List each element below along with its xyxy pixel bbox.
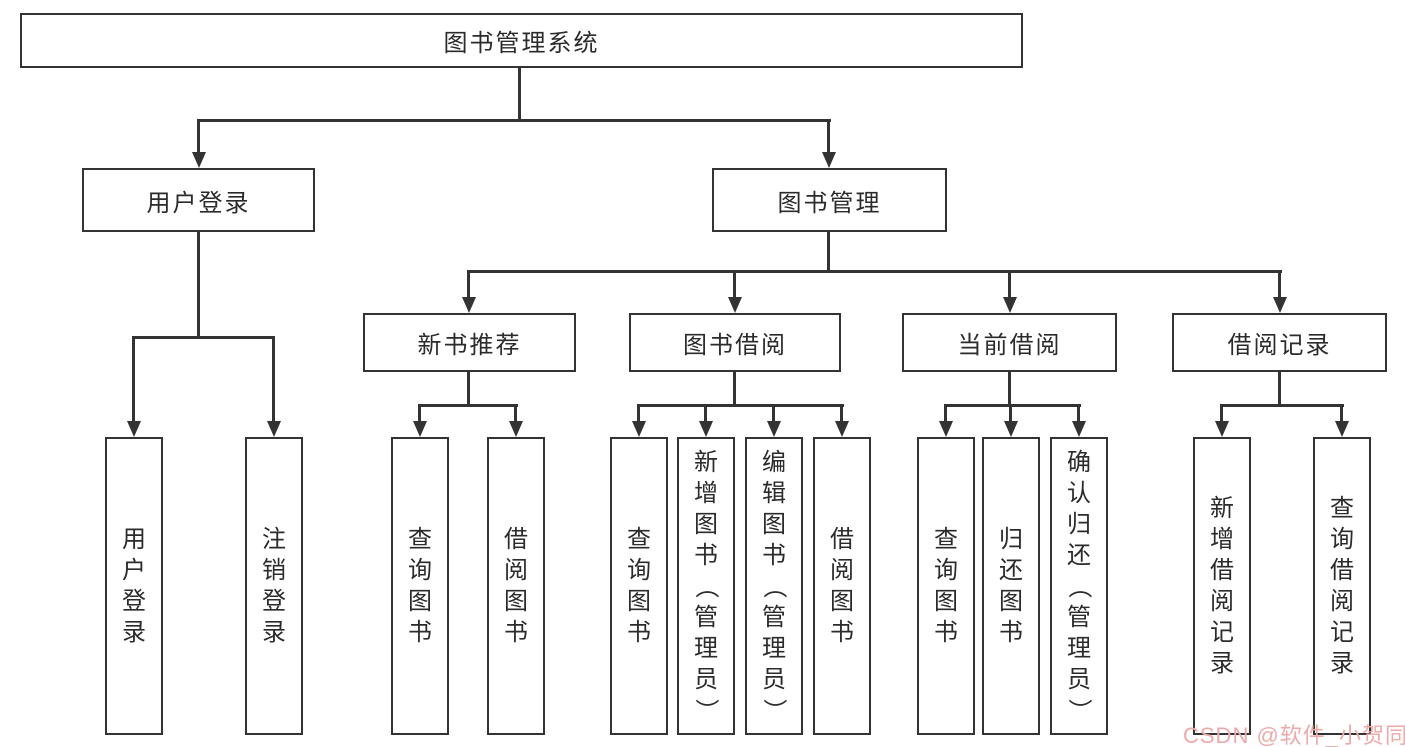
connector-vline — [1009, 404, 1012, 423]
node-book-borrow: 图书借阅 — [629, 313, 841, 372]
connector-arrowhead — [1335, 421, 1349, 437]
connector-arrowhead — [1072, 421, 1086, 437]
node-borrow-records: 借阅记录 — [1172, 313, 1387, 372]
connector-vline — [840, 404, 843, 423]
node-book-management: 图书管理 — [712, 168, 947, 232]
leaf-user-login: 用户登录 — [105, 437, 163, 735]
leaf-query-books-borrow: 查询图书 — [610, 437, 668, 735]
connector-vline — [514, 404, 517, 423]
connector-arrowhead — [267, 421, 281, 437]
connector-vline — [944, 404, 947, 423]
connector-arrowhead — [1215, 421, 1229, 437]
connector-vline — [272, 336, 275, 423]
connector-vline — [197, 119, 200, 155]
connector-arrowhead — [728, 297, 742, 313]
connector-arrowhead — [835, 421, 849, 437]
connector-vline — [1278, 372, 1281, 406]
connector-arrowhead — [509, 421, 523, 437]
connector-vline — [197, 232, 200, 338]
connector-vline — [1008, 270, 1011, 300]
connector-vline — [733, 372, 736, 406]
connector-vline — [1008, 372, 1011, 406]
connector-arrowhead — [1004, 421, 1018, 437]
connector-vline — [1340, 404, 1343, 423]
connector-arrowhead — [1003, 297, 1017, 313]
connector-vline — [132, 336, 135, 423]
node-new-book-recommend: 新书推荐 — [363, 313, 576, 372]
connector-vline — [827, 119, 830, 155]
connector-hline — [467, 270, 1282, 273]
connector-arrowhead — [699, 421, 713, 437]
connector-arrowhead — [822, 152, 836, 168]
connector-vline — [772, 404, 775, 423]
connector-vline — [1220, 404, 1223, 423]
node-library-management-system: 图书管理系统 — [20, 13, 1023, 68]
connector-arrowhead — [127, 421, 141, 437]
leaf-return-books: 归还图书 — [982, 437, 1040, 735]
leaf-query-books-current: 查询图书 — [917, 437, 975, 735]
connector-arrowhead — [413, 421, 427, 437]
connector-vline — [1278, 270, 1281, 300]
connector-hline — [418, 404, 518, 407]
leaf-query-borrow-record: 查询借阅记录 — [1313, 437, 1371, 735]
leaf-borrow-books: 借阅图书 — [813, 437, 871, 735]
node-user-login: 用户登录 — [82, 168, 315, 232]
connector-vline — [418, 404, 421, 423]
connector-arrowhead — [462, 297, 476, 313]
connector-hline — [1220, 404, 1344, 407]
connector-vline — [827, 232, 830, 272]
leaf-query-books-recommend: 查询图书 — [391, 437, 449, 735]
connector-vline — [467, 372, 470, 406]
connector-hline — [944, 404, 1081, 407]
connector-arrowhead — [1273, 297, 1287, 313]
leaf-borrow-books-recommend: 借阅图书 — [487, 437, 545, 735]
connector-arrowhead — [192, 152, 206, 168]
leaf-edit-books-admin: 编辑图书（管理员） — [745, 437, 803, 735]
csdn-watermark: CSDN @软件_小贺同学 — [1183, 723, 1405, 747]
connector-vline — [704, 404, 707, 423]
connector-vline — [467, 270, 470, 300]
connector-arrowhead — [632, 421, 646, 437]
connector-hline — [132, 336, 275, 339]
connector-vline — [733, 270, 736, 300]
connector-vline — [637, 404, 640, 423]
connector-arrowhead — [939, 421, 953, 437]
connector-hline — [197, 119, 831, 122]
connector-hline — [637, 404, 844, 407]
leaf-logout-login: 注销登录 — [245, 437, 303, 735]
leaf-confirm-return-admin: 确认归还（管理员） — [1050, 437, 1108, 735]
connector-vline — [518, 68, 521, 122]
leaf-add-borrow-record: 新增借阅记录 — [1193, 437, 1251, 735]
leaf-add-books-admin: 新增图书（管理员） — [677, 437, 735, 735]
node-current-borrow: 当前借阅 — [902, 313, 1117, 372]
connector-vline — [1077, 404, 1080, 423]
connector-arrowhead — [767, 421, 781, 437]
